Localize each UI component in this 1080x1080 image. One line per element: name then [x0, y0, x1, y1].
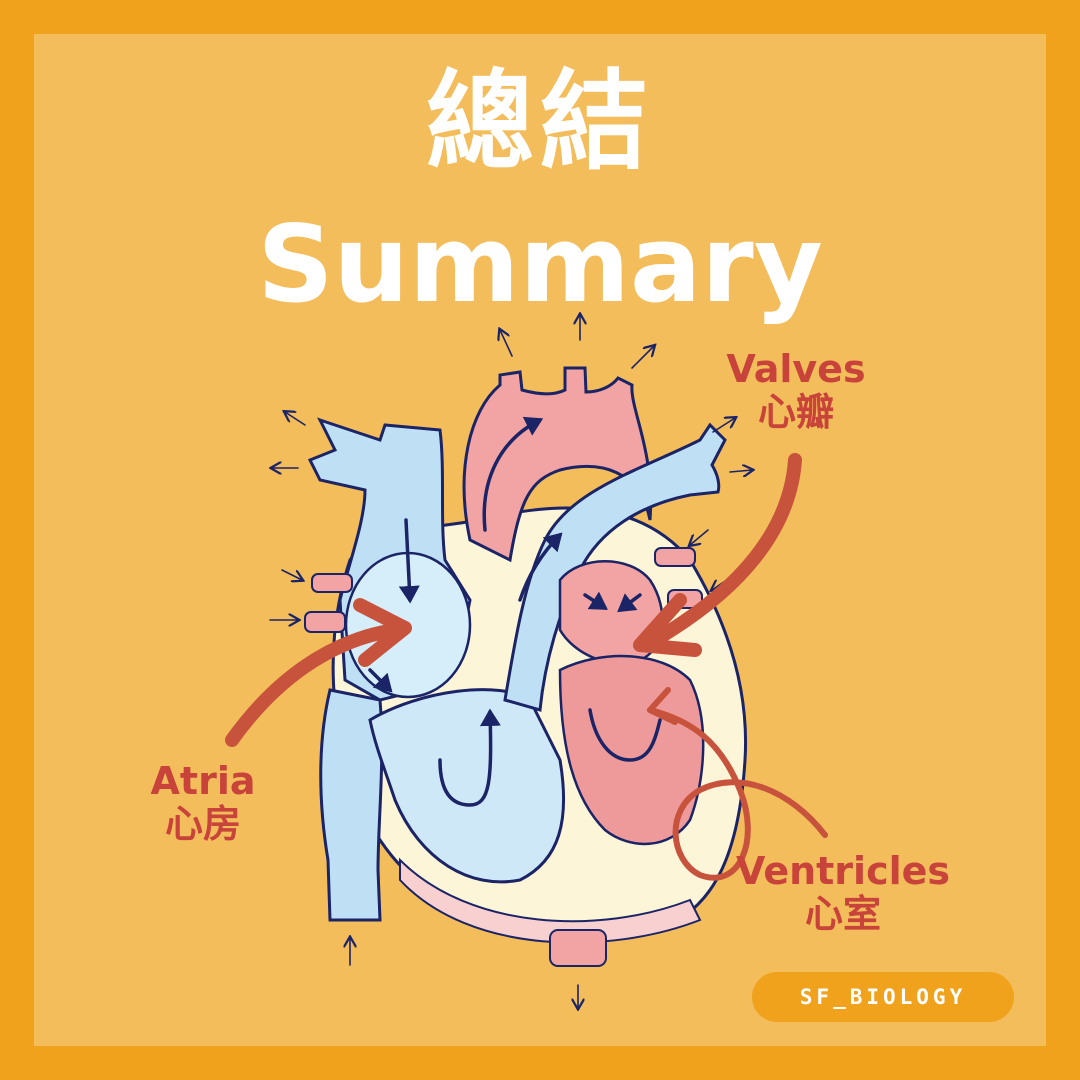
label-atria-chinese: 心房 — [164, 801, 241, 846]
aorta — [462, 366, 653, 563]
left-ventricle — [558, 654, 705, 846]
label-atria-english: Atria — [150, 759, 256, 803]
label-ventricles-english: Ventricles — [735, 849, 951, 893]
title-chinese: 總結 — [425, 60, 654, 185]
label-ventricles-chinese: 心室 — [804, 891, 881, 936]
right-pulmonary-vein-lower — [304, 611, 346, 633]
flow-arrow-icon — [368, 416, 662, 807]
title-english: Summary — [257, 203, 823, 326]
label-valves: Valves 心瓣 — [716, 348, 876, 433]
label-atria: Atria 心房 — [138, 760, 268, 845]
pointer-arrow-icon — [647, 687, 828, 881]
label-valves-chinese: 心瓣 — [757, 389, 834, 434]
label-ventricles: Ventricles 心室 — [728, 850, 958, 935]
label-valves-english: Valves — [726, 347, 866, 391]
pulmonary-vein-upper — [654, 547, 696, 567]
right-ventricle — [368, 688, 566, 884]
brand-badge: SF_BIOLOGY — [752, 972, 1014, 1022]
heart-apex — [399, 857, 702, 944]
descending-aorta — [549, 929, 607, 967]
right-pulmonary-vein-upper — [311, 573, 353, 593]
pointer-arrow-icon — [225, 453, 802, 747]
